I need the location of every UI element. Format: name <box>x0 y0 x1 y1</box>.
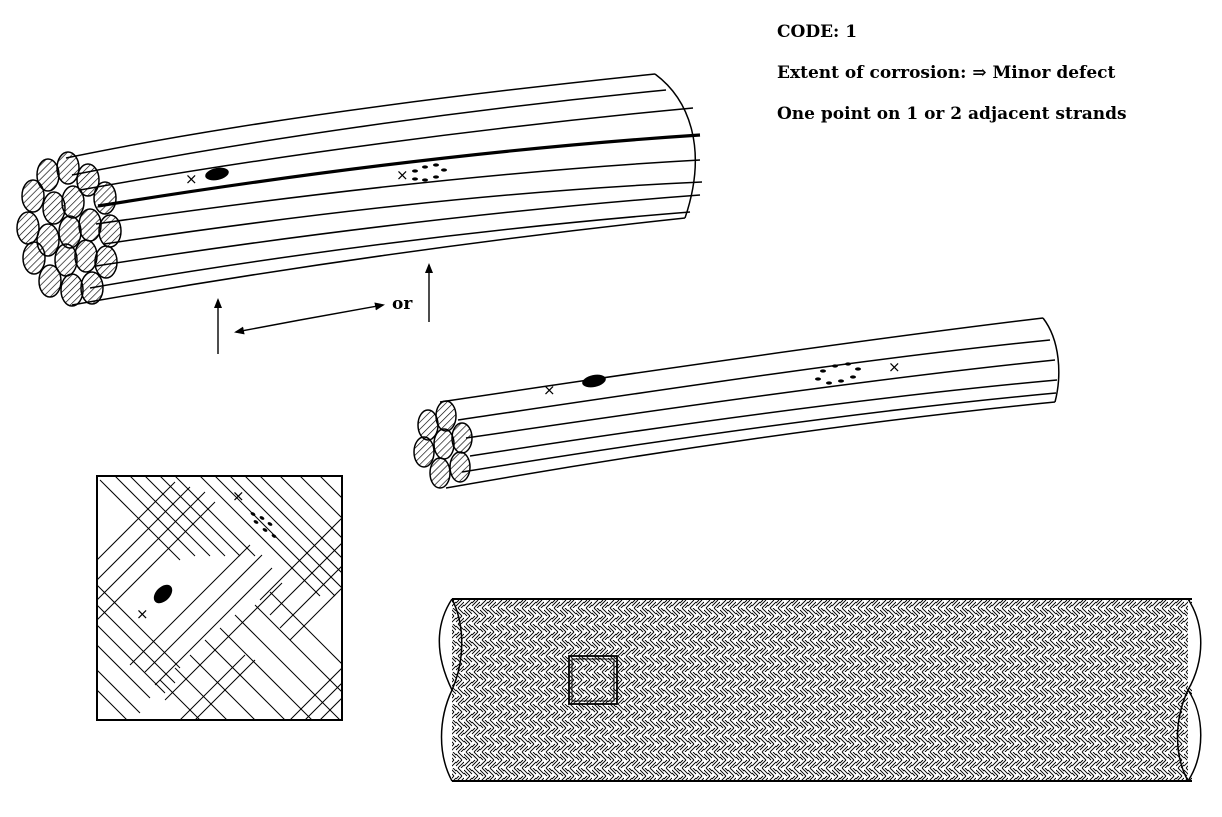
code-label: CODE: 1 <box>777 22 858 42</box>
corrosion-spot <box>205 167 229 181</box>
large-cable-bottom-edge <box>71 217 686 306</box>
large-cable-top-edge <box>65 73 656 159</box>
large-cable <box>65 73 703 306</box>
defect-cross-mark: × <box>232 487 245 505</box>
large-cable-end-cap <box>654 73 697 219</box>
dotted-corrosion-outline <box>412 163 447 182</box>
square-defects: × × <box>136 487 277 623</box>
dotted-corrosion-outline <box>250 512 277 538</box>
defect-cross-mark: × <box>185 170 198 188</box>
extent-of-corrosion-label: Extent of corrosion: ⇒ Minor defect <box>777 63 1116 83</box>
corrosion-spot <box>153 584 173 604</box>
or-label: or <box>392 294 413 314</box>
double-arrow <box>299 302 385 321</box>
weave-detail-square: × × <box>96 475 343 721</box>
small-cable-bottom-edge <box>445 401 1056 489</box>
small-cable-defects: × × <box>543 358 901 399</box>
weave-band-a <box>99 476 256 561</box>
weave-band-c <box>97 584 181 720</box>
weave-band-g <box>259 517 342 641</box>
weave-band-e <box>97 481 216 621</box>
dotted-corrosion-outline <box>815 362 861 385</box>
small-cable-cross-section <box>413 400 473 489</box>
inspection-square <box>568 655 618 705</box>
defect-cross-mark: × <box>396 166 409 184</box>
small-cable-end-cap <box>1042 317 1060 403</box>
weave-band-f <box>129 544 283 701</box>
connector-arrows <box>214 263 433 354</box>
small-cable-top-edge <box>439 317 1044 403</box>
large-cable-defects: × × <box>185 163 447 188</box>
weave-band-b <box>199 476 342 597</box>
points-description-label: One point on 1 or 2 adjacent strands <box>777 104 1127 124</box>
weave-band-h <box>179 654 342 720</box>
woven-sheathed-cable <box>438 598 1202 782</box>
small-cable <box>439 317 1060 489</box>
corrosion-spot <box>582 374 606 388</box>
large-cable-cross-section <box>16 151 122 307</box>
defect-cross-mark: × <box>136 605 149 623</box>
defect-cross-mark: × <box>543 381 556 399</box>
woven-cable-left-end <box>438 598 453 782</box>
defect-cross-mark: × <box>888 358 901 376</box>
